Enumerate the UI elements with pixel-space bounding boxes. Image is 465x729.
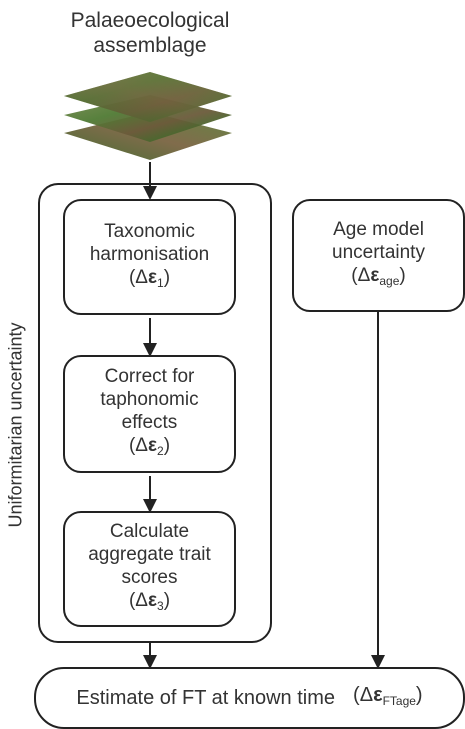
diagram-title: Palaeoecological assemblage	[0, 8, 300, 58]
taphonomic-line-2: taphonomic	[100, 389, 199, 410]
aggregate-uncertainty: (Δε3)	[128, 590, 171, 613]
taphonomic-line-1: Correct for	[104, 366, 195, 387]
group-label-text: Uniformitarian uncertainty	[5, 322, 26, 528]
estimate-uncertainty: (ΔεFTage)	[353, 683, 423, 708]
estimate-text: Estimate of FT at known time	[76, 686, 336, 709]
age-uncertainty: (Δεage)	[351, 265, 406, 288]
age-line-1: Age model	[333, 219, 424, 240]
age-line-2: uncertainty	[332, 242, 425, 263]
taxonomic-line-1: Taxonomic	[104, 220, 195, 242]
assemblage-layers	[64, 72, 232, 160]
taxonomic-line-2: harmonisation	[89, 243, 210, 265]
taphonomic-box: Correct for taphonomic effects (Δε2)	[63, 355, 236, 473]
aggregate-trait-box: Calculate aggregate trait scores (Δε3)	[63, 511, 236, 627]
taphonomic-line-3: effects	[121, 412, 178, 433]
group-label: Uniformitarian uncertainty	[3, 290, 29, 560]
title-line-2: assemblage	[93, 34, 207, 57]
taxonomic-harmonisation-box: Taxonomic harmonisation (Δε1)	[63, 199, 236, 315]
age-model-box: Age model uncertainty (Δεage)	[292, 199, 465, 312]
aggregate-line-1: Calculate	[109, 521, 190, 542]
aggregate-line-2: aggregate trait	[88, 544, 211, 565]
taxonomic-uncertainty: (Δε1)	[128, 266, 171, 290]
aggregate-line-3: scores	[121, 567, 178, 588]
estimate-box: Estimate of FT at known time (ΔεFTage)	[34, 667, 465, 729]
uniformitarian-group	[38, 183, 272, 643]
taphonomic-uncertainty: (Δε2)	[128, 435, 171, 458]
title-line-1: Palaeoecological	[70, 9, 230, 32]
